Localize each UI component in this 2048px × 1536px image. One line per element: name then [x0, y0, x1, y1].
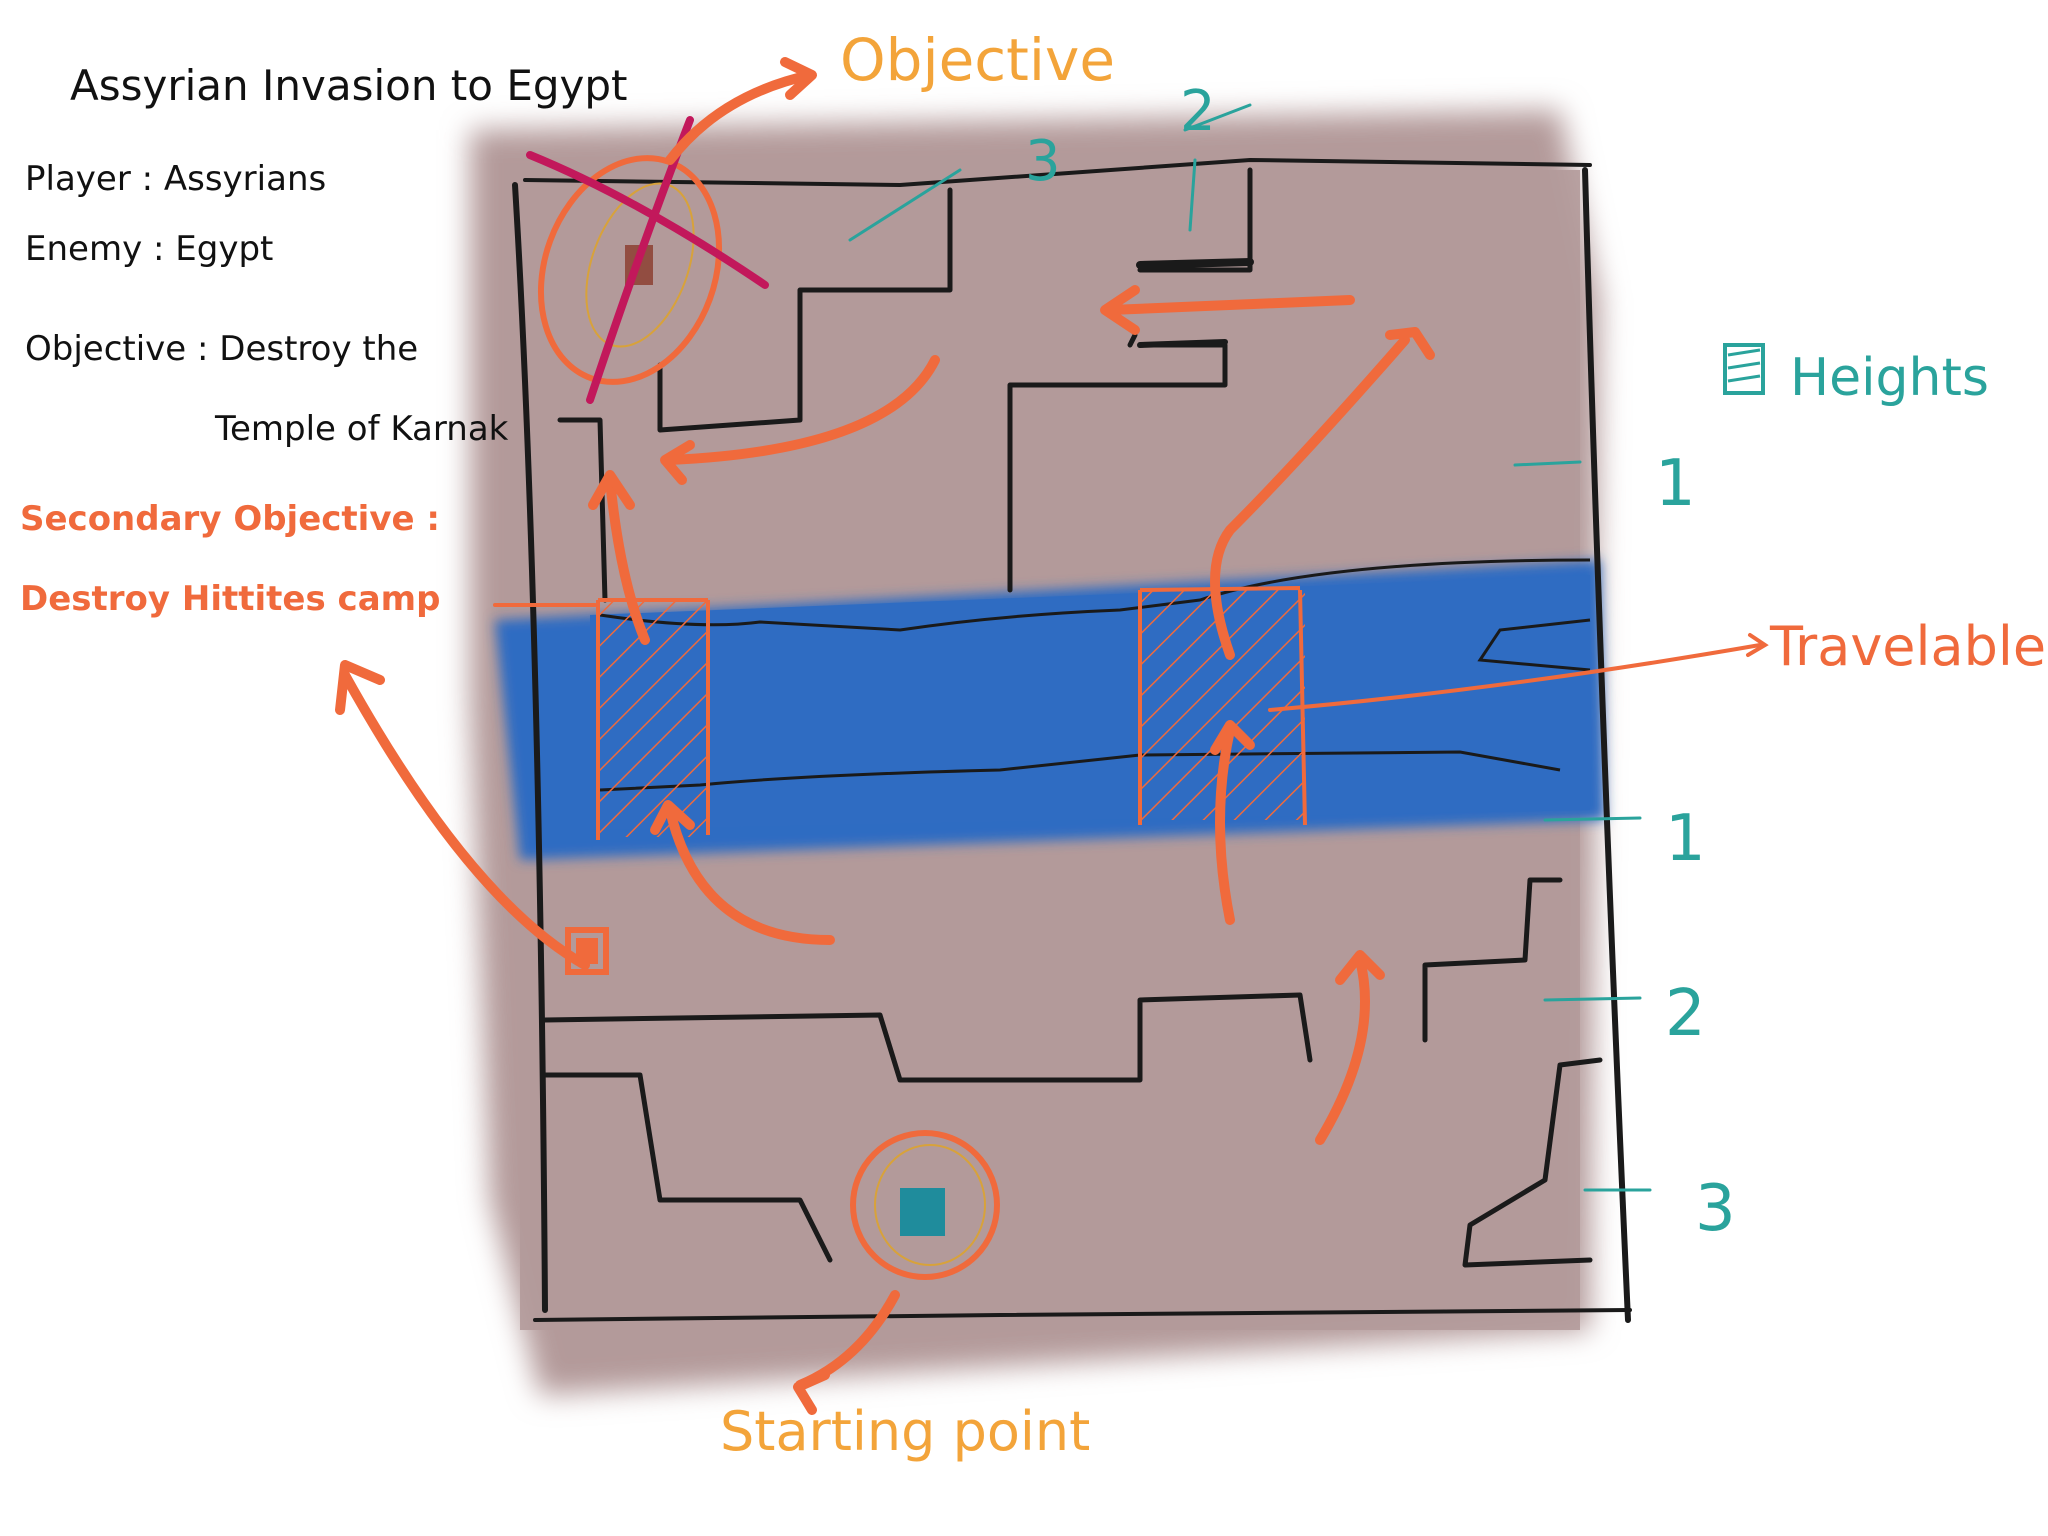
notes-player: Player : Assyrians	[25, 159, 326, 199]
arrow-right-lower-up-head	[1335, 950, 1385, 985]
river	[495, 558, 1605, 860]
arrow-hittites-link	[340, 670, 590, 970]
arrow-start-down-head	[793, 1370, 830, 1415]
map-border	[512, 157, 1632, 1323]
arrow-hittites-link-head	[335, 660, 385, 715]
arrow-left-from-right	[1105, 295, 1355, 315]
leader-lines	[493, 103, 1769, 1192]
arrow-bridge-left-up-head	[588, 470, 635, 510]
label-objective: Objective	[840, 26, 1115, 94]
arrow-to-objective-head	[660, 440, 695, 485]
movement-arrows	[335, 57, 1435, 1415]
label-travelable: Travelable	[1769, 615, 2046, 678]
notes-enemy: Enemy : Egypt	[25, 229, 273, 269]
height-lower-2: 2	[1665, 977, 1706, 1051]
height-lower-3: 3	[1695, 1172, 1736, 1246]
notes-secondary-line1: Secondary Objective :	[20, 499, 440, 539]
height-top-2: 2	[1180, 79, 1216, 144]
arrow-start-left-head	[650, 800, 695, 835]
arrow-left-from-right-head	[1100, 285, 1140, 335]
notes-block: Assyrian Invasion to Egypt Player : Assy…	[20, 61, 628, 619]
height-upper-1: 1	[1655, 447, 1696, 521]
notes-title: Assyrian Invasion to Egypt	[70, 61, 628, 110]
height-top-3: 3	[1025, 129, 1061, 194]
arrow-objective-up	[665, 70, 815, 165]
notes-objective-line1: Objective : Destroy the	[25, 329, 418, 369]
label-starting-point: Starting point	[720, 1400, 1090, 1463]
arrow-right-lower-up	[1315, 955, 1370, 1145]
starting-point-marker	[850, 1130, 1000, 1280]
notes-objective-line2: Temple of Karnak	[214, 409, 509, 449]
label-heights: Heights	[1790, 348, 1989, 408]
arrow-objective-up-head	[780, 57, 817, 100]
arrow-right-bridge-up	[1210, 335, 1410, 660]
height-lower-1: 1	[1665, 802, 1706, 876]
heights-legend-icon	[1723, 343, 1765, 395]
cross-stroke-a	[526, 151, 769, 289]
arrow-bridge-left-up	[605, 475, 650, 645]
height-contours	[542, 167, 1603, 1268]
notes-secondary-line2: Destroy Hittites camp	[20, 579, 440, 619]
travelable-zone-left	[596, 598, 710, 840]
arrow-start-right-head	[1210, 720, 1255, 755]
arrow-start-left	[665, 805, 835, 945]
arrow-start-right	[1215, 725, 1235, 925]
arrow-to-objective	[665, 355, 940, 465]
arrow-right-bridge-up-head	[1385, 327, 1435, 360]
